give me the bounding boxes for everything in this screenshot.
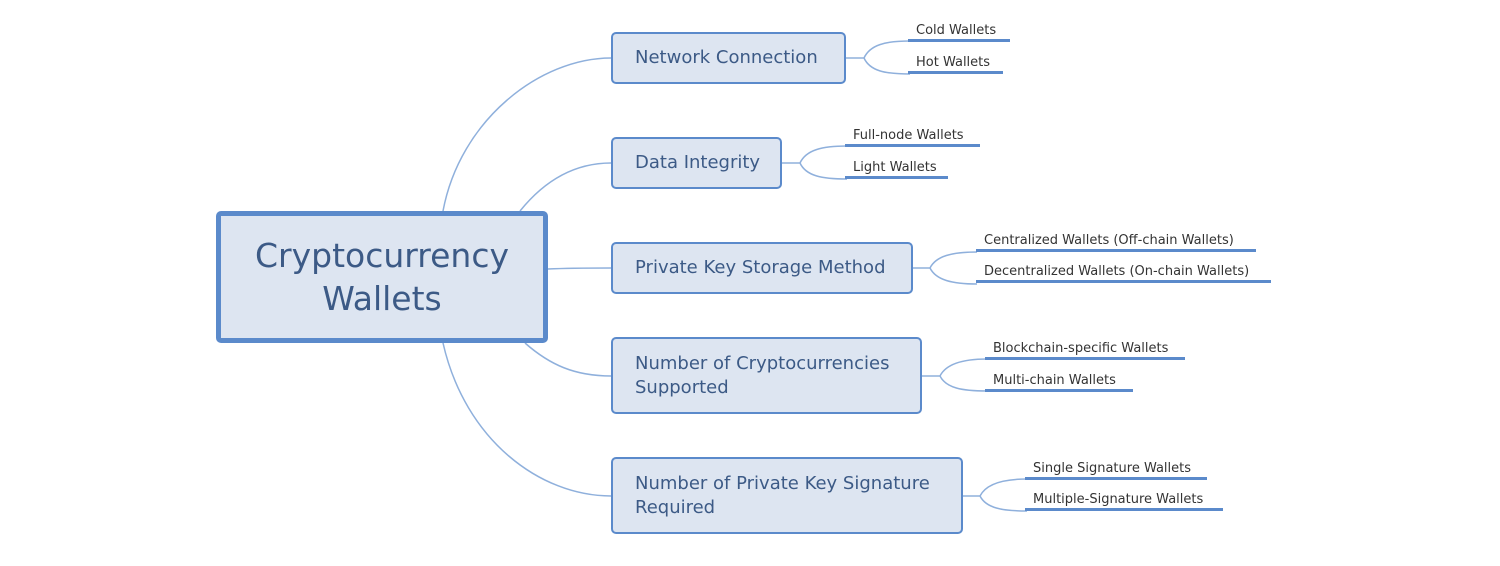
root-node[interactable]: Cryptocurrency Wallets [216,211,548,343]
branch-node-network-connection[interactable]: Network Connection [611,32,846,84]
connector-branch-1-leaves [782,145,848,180]
branch-label: Number of Cryptocurrencies Supported [635,352,890,398]
leaf-light-wallets[interactable]: Light Wallets [845,160,948,179]
leaf-multi-chain-wallets[interactable]: Multi-chain Wallets [985,373,1133,392]
leaf-hot-wallets[interactable]: Hot Wallets [908,55,1003,74]
connector-branch-3-leaves [922,358,988,392]
branch-label: Network Connection [635,47,818,68]
branch-label: Private Key Storage Method [635,257,886,278]
connector-root-branch-2 [547,267,612,270]
connector-branch-0-leaves [846,40,911,75]
leaf-cold-wallets[interactable]: Cold Wallets [908,23,1010,42]
connector-branch-4-leaves [963,478,1028,512]
connector-branch-2-leaves [913,251,978,285]
leaf-blockchain-specific-wallets[interactable]: Blockchain-specific Wallets [985,341,1185,360]
leaf-multiple-signature-wallets[interactable]: Multiple-Signature Wallets [1025,492,1223,511]
branch-label: Data Integrity [635,152,761,173]
branch-node-cryptocurrencies-supported[interactable]: Number of Cryptocurrencies Supported [611,337,922,414]
branch-label: Number of Private Key Signature Required [635,472,930,518]
connector-root-branch-0 [442,57,612,212]
connector-root-branch-4 [442,342,612,497]
connector-root-branch-3 [524,342,612,377]
branch-node-signature-required[interactable]: Number of Private Key Signature Required [611,457,963,534]
leaf-decentralized-wallets[interactable]: Decentralized Wallets (On-chain Wallets) [976,264,1271,283]
leaf-single-signature-wallets[interactable]: Single Signature Wallets [1025,461,1207,480]
leaf-centralized-wallets[interactable]: Centralized Wallets (Off-chain Wallets) [976,233,1256,252]
branch-node-private-key-storage[interactable]: Private Key Storage Method [611,242,913,294]
connector-root-branch-1 [519,162,612,212]
root-node-label: Cryptocurrency Wallets [255,236,509,318]
branch-node-data-integrity[interactable]: Data Integrity [611,137,782,189]
leaf-full-node-wallets[interactable]: Full-node Wallets [845,128,980,147]
